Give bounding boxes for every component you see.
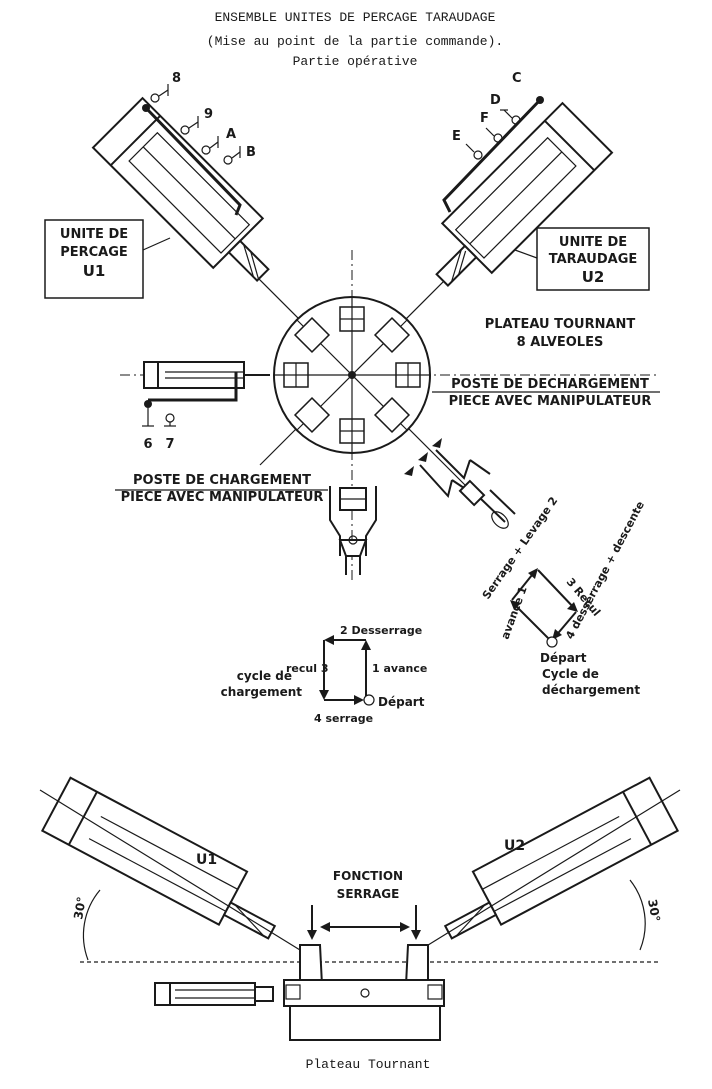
side-view: U1 30° U2 30° FONCTION SERRAGE <box>39 776 681 1072</box>
sensor-label-F: F <box>480 111 489 126</box>
unloading-step1: avance 1 <box>499 585 530 641</box>
unloading-manipulator <box>404 438 516 529</box>
sensor-group-left: 8 9 A B <box>142 71 256 165</box>
title-line2: (Mise au point de la partie commande). <box>207 34 503 49</box>
chargement-label-line1: POSTE DE CHARGEMENT <box>133 473 311 488</box>
svg-text:UNITE DE: UNITE DE <box>60 227 128 242</box>
u2-label-box: UNITE DE TARAUDAGE U2 <box>514 227 650 291</box>
unloading-caption-line2: déchargement <box>542 683 640 697</box>
side-u1-label: U1 <box>196 852 217 868</box>
unloading-step4: 4 desserrage + descente <box>563 499 647 641</box>
svg-text:U1: U1 <box>83 262 106 280</box>
sensor-label-D: D <box>490 93 501 108</box>
drilling-unit-u1 <box>91 96 270 282</box>
turntable-top-view <box>273 296 431 454</box>
loading-caption-line1: cycle de <box>237 669 292 683</box>
dechargement-label-line1: POSTE DE DECHARGEMENT <box>451 377 649 392</box>
svg-text:PERCAGE: PERCAGE <box>60 245 128 260</box>
plateau-label-line2: 8 ALVEOLES <box>517 335 604 350</box>
dechargement-label-line2: PIECE AVEC MANIPULATEUR <box>449 394 652 409</box>
sensor-label-A: A <box>226 127 236 142</box>
sensor-group-right: C D F E <box>452 71 544 160</box>
sensor-label-9: 9 <box>204 107 213 122</box>
side-angle-left: 30° <box>71 896 89 921</box>
loading-caption-line2: chargement <box>221 685 303 699</box>
sensor-label-E: E <box>452 129 461 144</box>
alveole <box>395 362 421 388</box>
loading-step1: 1 avance <box>372 662 427 675</box>
side-caption: Plateau Tournant <box>306 1057 431 1072</box>
alveole <box>373 316 411 354</box>
side-angle-right: 30° <box>645 898 663 923</box>
side-u2-label: U2 <box>504 838 525 854</box>
sensor-label-7: 7 <box>165 437 174 452</box>
loading-step2: 2 Desserrage <box>340 624 422 637</box>
sensor-label-8: 8 <box>172 71 181 86</box>
loading-manipulator <box>329 486 377 575</box>
plateau-label-line1: PLATEAU TOURNANT <box>485 317 636 332</box>
fonction-label-line2: SERRAGE <box>337 887 400 901</box>
unloading-caption-line1: Cycle de <box>542 667 599 681</box>
sensor-label-6: 6 <box>143 437 152 452</box>
loading-cycle: 1 avance 2 Desserrage recul 3 4 serrage … <box>221 624 428 725</box>
alveole <box>339 418 365 444</box>
alveole <box>283 362 309 388</box>
unloading-cycle: avance 1 Serrage + Levage 2 3 Recul 4 de… <box>480 495 647 697</box>
loading-depart: Départ <box>378 695 425 709</box>
loading-step4: 4 serrage <box>314 712 373 725</box>
fonction-label-line1: FONCTION <box>333 869 403 883</box>
tapping-unit-u2 <box>435 101 614 287</box>
sensor-label-B: B <box>246 145 256 160</box>
alveole <box>339 306 365 332</box>
u2-rod <box>442 98 542 213</box>
svg-text:U2: U2 <box>582 268 605 286</box>
unloading-depart: Départ <box>540 651 587 665</box>
svg-text:TARAUDAGE: TARAUDAGE <box>549 252 638 267</box>
u1-label-box: UNITE DE PERCAGE U1 <box>44 219 171 299</box>
title-line1: ENSEMBLE UNITES DE PERCAGE TARAUDAGE <box>215 10 496 25</box>
sensor-label-C: C <box>512 71 522 86</box>
title-line3: Partie opérative <box>293 54 418 69</box>
alveole <box>373 396 411 434</box>
alveole <box>293 396 331 434</box>
alveole <box>293 316 331 354</box>
u1-rod <box>144 106 242 216</box>
indexing-cylinder-left: 6 7 <box>142 361 270 452</box>
svg-text:UNITE DE: UNITE DE <box>559 235 627 250</box>
chargement-label-line2: PIECE AVEC MANIPULATEUR <box>121 490 324 505</box>
loading-step3: recul 3 <box>286 662 329 675</box>
